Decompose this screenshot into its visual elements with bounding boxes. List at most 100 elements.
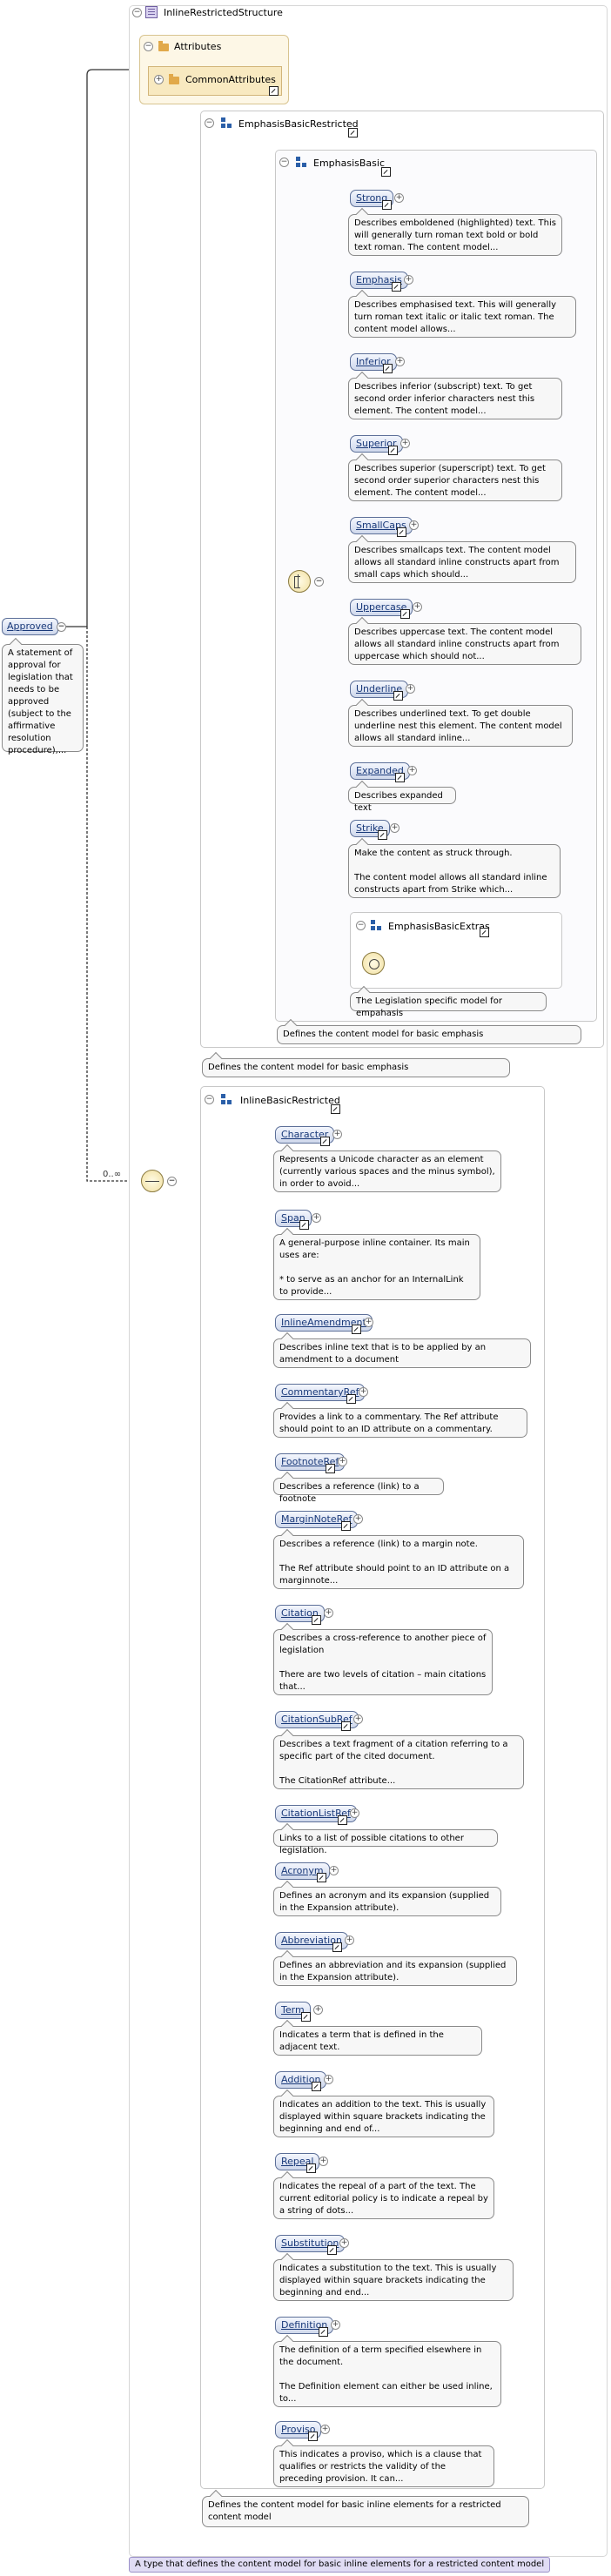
link-arrow-icon[interactable] — [382, 200, 392, 210]
link-arrow-icon[interactable] — [397, 527, 406, 537]
root-element-approved[interactable]: Approved — [2, 618, 58, 635]
link-arrow-icon[interactable] — [392, 282, 401, 292]
sequence-collapse-toggle[interactable] — [167, 1177, 177, 1186]
link-arrow-icon[interactable] — [480, 928, 489, 937]
link-arrow-icon[interactable] — [312, 2082, 321, 2091]
link-arrow-icon[interactable] — [269, 86, 279, 96]
link-arrow-icon[interactable] — [395, 773, 405, 782]
element-expand-toggle[interactable] — [359, 1387, 368, 1397]
element-annotation: Describes superior (superscript) text. T… — [348, 460, 562, 501]
element-annotation: Indicates an addition to the text. This … — [273, 2096, 494, 2137]
attribute-group-name[interactable]: CommonAttributes — [185, 74, 276, 85]
link-arrow-icon[interactable] — [378, 830, 387, 840]
element-annotation: Describes a text fragment of a citation … — [273, 1735, 524, 1789]
element-expand-toggle[interactable] — [331, 2320, 340, 2330]
element-expand-toggle[interactable] — [350, 1808, 359, 1818]
element-expand-toggle[interactable] — [404, 275, 413, 285]
link-arrow-icon[interactable] — [341, 1721, 351, 1731]
element-expand-toggle[interactable] — [409, 520, 419, 530]
link-arrow-icon[interactable] — [327, 2245, 337, 2255]
element-expand-toggle[interactable] — [329, 1866, 339, 1875]
link-arrow-icon[interactable] — [320, 1137, 330, 1146]
element-expand-toggle[interactable] — [345, 1935, 354, 1945]
element-annotation: Indicates a substitution to the text. Th… — [273, 2259, 514, 2301]
element-annotation: Describes uppercase text. The content mo… — [348, 623, 581, 665]
link-arrow-icon[interactable] — [319, 2327, 328, 2337]
folder-icon — [158, 41, 169, 51]
link-arrow-icon[interactable] — [338, 1815, 347, 1825]
element-citationlistref[interactable]: CitationListRef — [275, 1805, 357, 1822]
choice-compositor-icon — [288, 570, 311, 593]
link-arrow-icon[interactable] — [348, 128, 358, 138]
element-uppercase[interactable]: Uppercase — [350, 599, 413, 616]
element-expand-toggle[interactable] — [339, 2238, 349, 2248]
element-expand-toggle[interactable] — [319, 2157, 328, 2166]
link-arrow-icon[interactable] — [352, 1325, 361, 1334]
element-expand-toggle[interactable] — [338, 1457, 347, 1466]
element-acronym[interactable]: Acronym — [275, 1862, 330, 1880]
element-citationsubref[interactable]: CitationSubRef — [275, 1711, 359, 1728]
inline-restricted-annotation: Defines the content model for basic inli… — [202, 2496, 529, 2527]
group-collapse-toggle[interactable] — [205, 118, 214, 128]
link-arrow-icon[interactable] — [393, 691, 403, 701]
element-expand-toggle[interactable] — [324, 2075, 333, 2084]
group-title: EmphasisBasicRestricted — [238, 118, 359, 130]
element-expand-toggle[interactable] — [324, 1608, 333, 1618]
group-icon — [296, 157, 307, 168]
link-arrow-icon[interactable] — [341, 1521, 351, 1531]
complex-type-icon — [145, 6, 158, 18]
element-expand-toggle[interactable] — [413, 602, 422, 612]
link-arrow-icon[interactable] — [312, 1615, 321, 1625]
element-annotation: Describes expanded text — [348, 787, 456, 813]
folder-icon — [169, 74, 179, 84]
element-annotation: Represents a Unicode character as an ele… — [273, 1150, 501, 1192]
root-collapse-toggle[interactable] — [57, 622, 66, 632]
element-expand-toggle[interactable] — [353, 1514, 363, 1524]
element-annotation: Describes underlined text. To get double… — [348, 705, 573, 747]
attributes-collapse-toggle[interactable] — [144, 42, 153, 51]
group-title: EmphasisBasicExtras — [388, 921, 490, 932]
link-arrow-icon[interactable] — [383, 364, 393, 373]
element-annotation: Provides a link to a commentary. The Ref… — [273, 1408, 527, 1438]
element-expand-toggle[interactable] — [390, 823, 400, 833]
link-arrow-icon[interactable] — [308, 2432, 318, 2441]
element-annotation: Make the content as struck through. The … — [348, 844, 561, 898]
link-arrow-icon[interactable] — [332, 1942, 342, 1952]
element-commentaryref[interactable]: CommentaryRef — [275, 1384, 366, 1401]
group-collapse-toggle[interactable] — [356, 921, 366, 930]
link-arrow-icon[interactable] — [346, 1394, 356, 1404]
link-arrow-icon[interactable] — [301, 2012, 311, 2022]
element-expand-toggle[interactable] — [332, 1130, 342, 1139]
link-arrow-icon[interactable] — [388, 446, 398, 455]
element-marginnoteref[interactable]: MarginNoteRef — [275, 1511, 359, 1528]
element-expand-toggle[interactable] — [320, 2425, 330, 2434]
link-arrow-icon[interactable] — [306, 2163, 316, 2173]
element-expand-toggle[interactable] — [395, 357, 405, 366]
group-collapse-toggle[interactable] — [279, 158, 289, 167]
element-annotation: Defines an acronym and its expansion (su… — [273, 1887, 501, 1916]
element-expand-toggle[interactable] — [394, 193, 404, 203]
link-arrow-icon[interactable] — [326, 1464, 335, 1473]
element-expand-toggle[interactable] — [400, 439, 410, 448]
element-expand-toggle[interactable] — [313, 2005, 323, 2015]
element-expand-toggle[interactable] — [312, 1213, 321, 1223]
element-expand-toggle[interactable] — [364, 1318, 373, 1327]
type-collapse-toggle[interactable] — [132, 8, 142, 17]
element-expand-toggle[interactable] — [406, 684, 415, 694]
choice-collapse-toggle[interactable] — [314, 577, 324, 587]
element-abbreviation[interactable]: Abbreviation — [275, 1932, 348, 1949]
element-expand-toggle[interactable] — [353, 1714, 363, 1724]
element-inlineamendment[interactable]: InlineAmendment — [275, 1314, 373, 1332]
group-icon — [371, 920, 382, 931]
link-arrow-icon[interactable] — [381, 167, 391, 177]
element-annotation: Defines an abbreviation and its expansio… — [273, 1956, 517, 1986]
element-expand-toggle[interactable] — [407, 766, 417, 775]
link-arrow-icon[interactable] — [299, 1220, 309, 1230]
link-arrow-icon[interactable] — [400, 609, 410, 619]
link-arrow-icon[interactable] — [331, 1104, 340, 1114]
element-annotation: Links to a list of possible citations to… — [273, 1829, 498, 1855]
group-collapse-toggle[interactable] — [205, 1095, 214, 1104]
attribute-group-expand-toggle[interactable] — [154, 75, 164, 84]
link-arrow-icon[interactable] — [317, 1873, 326, 1882]
